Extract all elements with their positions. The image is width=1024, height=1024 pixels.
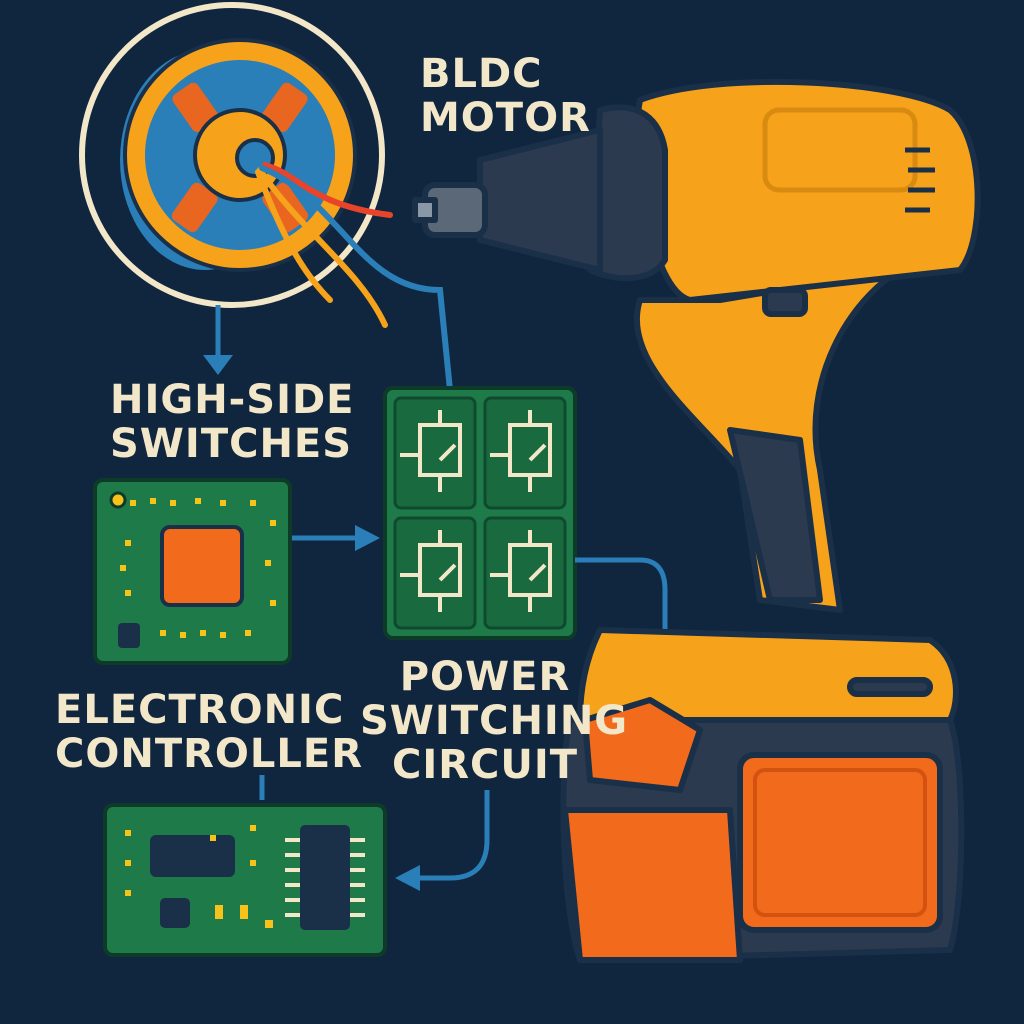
gate-driver-pcb	[103, 803, 387, 957]
label-line: SWITCHES	[110, 421, 353, 467]
label-power-switching-circuit: POWER SWITCHING CIRCUIT	[360, 654, 629, 788]
label-line: SWITCHING	[360, 698, 629, 744]
label-line: HIGH-SIDE	[110, 377, 355, 423]
arrow-power-to-driver	[395, 790, 490, 891]
label-line: POWER	[399, 654, 571, 700]
label-line: CONTROLLER	[55, 731, 364, 777]
transistor-symbols	[400, 410, 552, 612]
label-line: ELECTRONIC	[55, 687, 345, 733]
label-line: MOTOR	[420, 95, 591, 141]
label-line: BLDC	[420, 51, 543, 97]
label-line: CIRCUIT	[391, 742, 579, 788]
label-bldc-motor: BLDC MOTOR	[420, 52, 591, 140]
motor-wires	[255, 162, 453, 393]
power-switching-pcb	[383, 386, 577, 640]
arrow-controller-to-power	[292, 525, 380, 551]
arrow-motor-to-switches	[203, 305, 233, 375]
label-high-side-switches: HIGH-SIDE SWITCHES	[110, 377, 355, 467]
label-electronic-controller: ELECTRONIC CONTROLLER	[55, 687, 364, 777]
electronic-controller-pcb	[93, 478, 292, 665]
wire-power-to-drill	[575, 557, 668, 630]
cordless-drill-illustration	[412, 78, 981, 963]
